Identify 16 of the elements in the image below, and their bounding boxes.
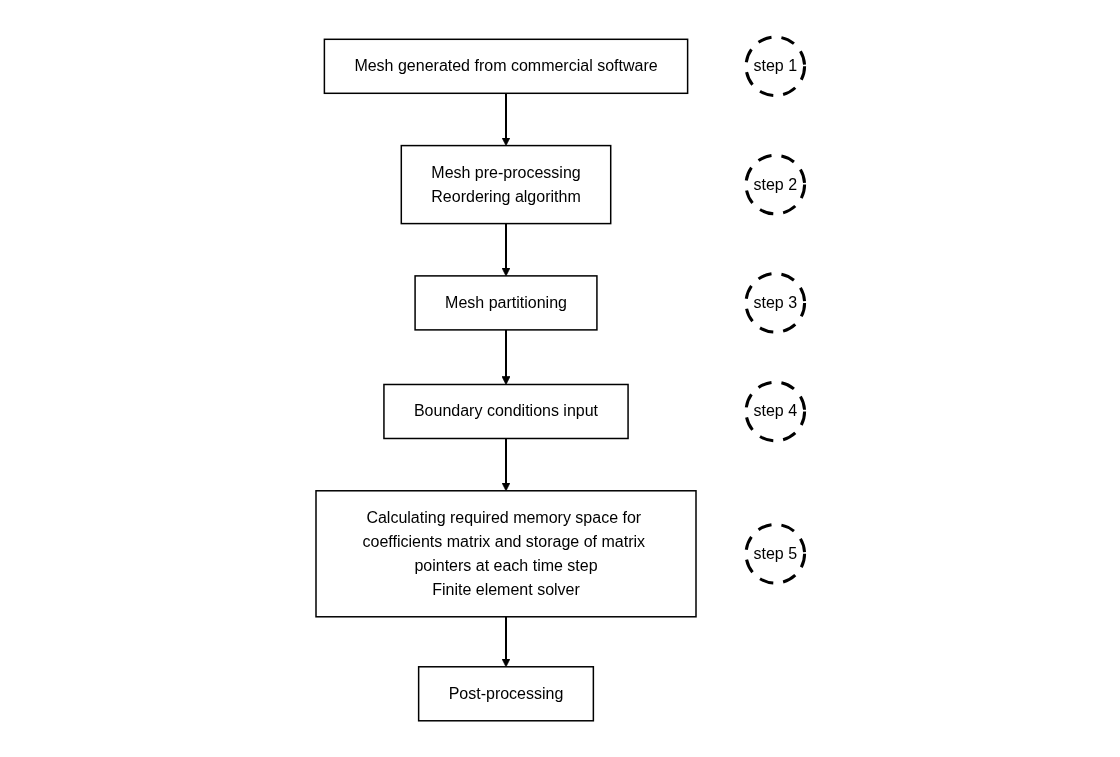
node-box: Mesh pre-processing Reordering algorithm: [400, 144, 612, 224]
node-box: Mesh generated from commercial software: [323, 38, 689, 94]
arrow: [501, 91, 511, 146]
node-box: Calculating required memory space for coefficients matrix and storage of matrix pointers at each time step Finite element solver: [314, 489, 697, 618]
node-box: Boundary conditions input: [382, 383, 629, 439]
arrow: [501, 328, 511, 385]
node-box: Post-processing: [417, 665, 594, 722]
arrow: [501, 222, 511, 276]
node-circle: step 4: [744, 380, 806, 442]
node-circle: step 1: [744, 35, 806, 97]
node-circle: step 5: [744, 522, 806, 585]
node-circle: step 3: [744, 271, 806, 334]
arrow: [501, 615, 511, 667]
arrow: [501, 437, 511, 491]
node-box: Mesh partitioning: [414, 274, 598, 331]
node-circle: step 2: [744, 153, 806, 215]
